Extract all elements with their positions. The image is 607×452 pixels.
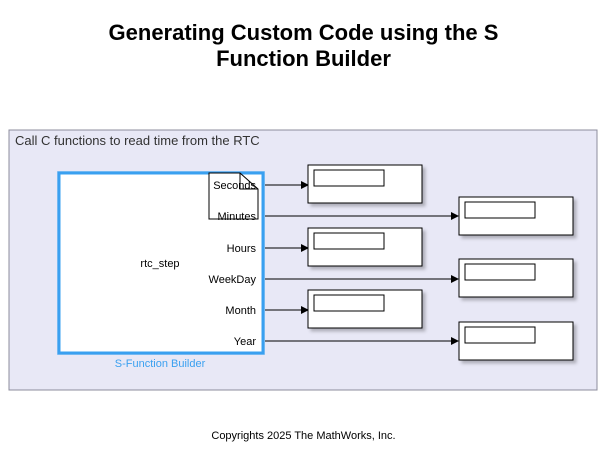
display-block-hours[interactable]	[307, 227, 423, 267]
port-label-seconds: Seconds	[213, 180, 256, 192]
document-icon	[208, 172, 259, 220]
signal-lines	[265, 181, 459, 345]
sfunction-caption: S-Function Builder	[115, 358, 206, 370]
port-label-year: Year	[234, 336, 257, 348]
sfunction-name: rtc_step	[140, 258, 179, 270]
display-block-seconds[interactable]	[307, 164, 423, 204]
port-label-month: Month	[225, 305, 256, 317]
sfunction-builder-block[interactable]: rtc_step Seconds Minutes Hours WeekDay M…	[57, 171, 265, 370]
area-label: Call C functions to read time from the R…	[15, 133, 260, 148]
port-label-hours: Hours	[227, 243, 257, 255]
display-block-year[interactable]	[458, 321, 574, 361]
display-block-month[interactable]	[307, 289, 423, 329]
diagram-title: Generating Custom Code using the S Funct…	[0, 20, 607, 72]
title-line-2: Function Builder	[216, 46, 391, 71]
display-block-minutes[interactable]	[458, 196, 574, 236]
copyright-notice: Copyrights 2025 The MathWorks, Inc.	[211, 430, 396, 442]
display-block-weekday[interactable]	[458, 258, 574, 298]
port-label-minutes: Minutes	[217, 211, 256, 223]
port-label-weekday: WeekDay	[209, 274, 257, 286]
title-line-1: Generating Custom Code using the S	[108, 20, 499, 45]
